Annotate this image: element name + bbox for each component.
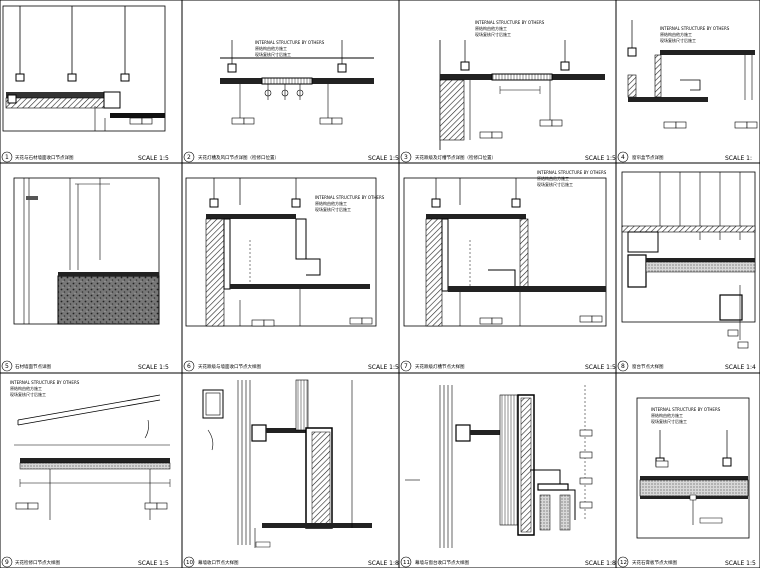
site-check-note: 现场复核尺寸后施工 — [660, 37, 696, 43]
structure-note-en: INTERNAL STRUCTURE BY OTHERS — [10, 380, 80, 385]
detail-scale: SCALE 1:5 — [138, 364, 169, 371]
detail-number: 12 — [620, 560, 627, 566]
detail-title: 天花灯槽及风口节点详图（检修口位置） — [198, 154, 279, 161]
detail-title: 窗帘盒节点详图 — [632, 154, 664, 161]
detail-number: 9 — [5, 559, 9, 566]
detail-scale: SCALE 1:5 — [585, 155, 616, 162]
detail-number: 4 — [621, 154, 625, 161]
detail-scale: SCALE 1:4 — [725, 364, 756, 371]
ceiling-wall-detail — [205, 178, 373, 327]
detail-cell-11: 11 幕墙与窗台收口节点大样图 SCALE 1:8 — [398, 372, 617, 568]
detail-cell-9: INTERNAL STRUCTURE BY OTHERS 原结构由他方施工 现场… — [0, 372, 183, 568]
detail-title: 天花检修口节点大样图 — [15, 559, 60, 566]
detail-cell-10: 10 幕墙收口节点大样图 SCALE 1:8 — [181, 372, 400, 568]
structure-note-cn: 原结构由他方施工 — [660, 31, 692, 37]
detail-cell-4: INTERNAL STRUCTURE BY OTHERS 原结构由他方施工 现场… — [615, 0, 760, 164]
structure-note-en: INTERNAL STRUCTURE BY OTHERS — [660, 26, 730, 31]
window-sill-detail — [621, 172, 756, 349]
site-check-note: 现场复核尺寸后施工 — [537, 181, 573, 187]
structure-note-en: INTERNAL STRUCTURE BY OTHERS — [255, 40, 325, 45]
structure-note-cn: 原结构由他方施工 — [315, 200, 347, 206]
detail-scale: SCALE 1:5 — [368, 364, 399, 371]
detail-cell-2: INTERNAL STRUCTURE BY OTHERS 原结构由他方施工 现场… — [181, 0, 400, 164]
ceiling-step-detail — [439, 40, 605, 150]
site-check-note: 现场复核尺寸后施工 — [10, 391, 46, 397]
structure-note-cn: 原结构由他方施工 — [651, 412, 683, 418]
detail-scale: SCALE 1:5 — [725, 560, 756, 567]
drawing-frame — [403, 177, 607, 327]
structure-note-en: INTERNAL STRUCTURE BY OTHERS — [537, 170, 607, 175]
detail-number: 2 — [187, 154, 191, 161]
detail-title: 天花跌级及灯槽节点详图（检修口位置） — [415, 154, 496, 161]
drawing-frame — [636, 397, 750, 539]
detail-scale: SCALE 1:8 — [585, 560, 616, 567]
detail-number: 5 — [5, 363, 9, 370]
detail-cell-5: 5 石材墙面节点详图 SCALE 1:5 — [0, 162, 183, 374]
detail-number: 6 — [187, 363, 191, 370]
structure-note-cn: 原结构由他方施工 — [537, 175, 569, 181]
detail-scale: SCALE 1:5 — [585, 364, 616, 371]
detail-scale: SCALE 1:5 — [138, 560, 169, 567]
structure-note-cn: 原结构由他方施工 — [255, 45, 287, 51]
detail-cell-12: INTERNAL STRUCTURE BY OTHERS 原结构由他方施工 现场… — [615, 372, 760, 568]
detail-cell-1: 1 天花与石材墙面收口节点详图 SCALE 1:5 — [0, 0, 183, 164]
structure-note-en: INTERNAL STRUCTURE BY OTHERS — [651, 407, 721, 412]
stone-wall-detail — [23, 178, 160, 325]
site-check-note: 现场复核尺寸后施工 — [315, 206, 351, 212]
ceiling-detail — [5, 6, 165, 131]
detail-number: 3 — [404, 154, 408, 161]
detail-number: 7 — [404, 363, 408, 370]
structure-note-cn: 原结构由他方施工 — [475, 25, 507, 31]
drawing-frame — [185, 177, 377, 327]
detail-cell-7: INTERNAL STRUCTURE BY OTHERS 原结构由他方施工 现场… — [398, 162, 617, 374]
site-check-note: 现场复核尺寸后施工 — [255, 51, 291, 57]
drawing-frame — [2, 5, 166, 132]
drawing-frame — [621, 171, 756, 323]
gypsum-ceiling-detail — [639, 430, 749, 525]
structure-note-cn: 原结构由他方施工 — [10, 385, 42, 391]
detail-title: 幕墙收口节点大样图 — [198, 559, 239, 566]
ceiling-vent-detail — [220, 40, 374, 125]
detail-number: 1 — [5, 154, 9, 161]
detail-number: 8 — [621, 363, 625, 370]
detail-scale: SCALE 1:5 — [368, 155, 399, 162]
detail-title: 幕墙与窗台收口节点大样图 — [415, 559, 469, 566]
detail-title: 天花跌级灯槽节点大样图 — [415, 363, 465, 370]
detail-cell-3: INTERNAL STRUCTURE BY OTHERS 原结构由他方施工 现场… — [398, 0, 617, 164]
detail-cell-6: INTERNAL STRUCTURE BY OTHERS 原结构由他方施工 现场… — [181, 162, 400, 374]
ceiling-light-trough-detail — [425, 178, 606, 327]
structure-note-en: INTERNAL STRUCTURE BY OTHERS — [475, 20, 545, 25]
site-check-note: 现场复核尺寸后施工 — [475, 31, 511, 37]
detail-title: 天花与石材墙面收口节点详图 — [15, 154, 74, 161]
structure-note-en: INTERNAL STRUCTURE BY OTHERS — [315, 195, 385, 200]
detail-title: 石材墙面节点详图 — [15, 363, 51, 370]
material-callouts — [129, 117, 153, 125]
detail-scale: SCALE 1:8 — [368, 560, 399, 567]
detail-scale: SCALE 1: — [725, 155, 752, 162]
detail-number: 11 — [403, 560, 410, 566]
detail-number: 10 — [186, 560, 193, 566]
detail-cell-8: 8 窗台节点大样图 SCALE 1:4 — [615, 162, 760, 374]
site-check-note: 现场复核尺寸后施工 — [651, 418, 687, 424]
detail-title: 天花跌级与墙面收口节点大样图 — [198, 363, 261, 370]
access-panel-detail — [14, 394, 171, 520]
detail-title: 天花石膏板节点大样图 — [632, 559, 677, 566]
detail-scale: SCALE 1:5 — [138, 155, 169, 162]
curtain-wall-sill-detail — [405, 385, 593, 548]
detail-title: 窗台节点大样图 — [632, 363, 664, 370]
curtain-box-detail — [627, 20, 758, 129]
curtain-wall-detail — [202, 379, 372, 548]
